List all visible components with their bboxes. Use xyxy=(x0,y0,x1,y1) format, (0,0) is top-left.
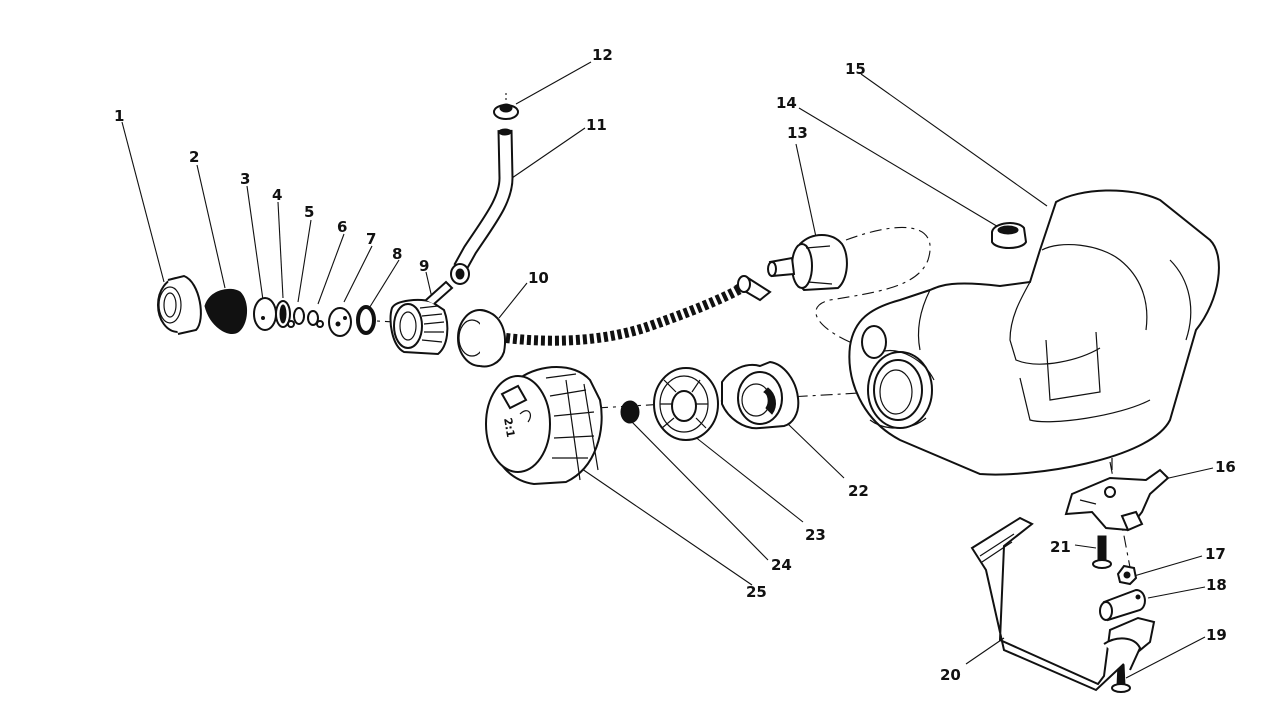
callout-1: 1 xyxy=(114,107,124,125)
callout-15: 15 xyxy=(845,60,866,78)
callout-8: 8 xyxy=(392,245,402,263)
callout-16: 16 xyxy=(1215,458,1236,476)
callout-2: 2 xyxy=(189,148,199,166)
leader-lines xyxy=(121,61,1214,679)
part-20-strap xyxy=(970,516,1156,692)
part-23-vented-screen xyxy=(653,367,719,441)
callout-18: 18 xyxy=(1206,576,1227,594)
callout-9: 9 xyxy=(419,257,429,275)
callout-13: 13 xyxy=(787,124,808,142)
callout-21: 21 xyxy=(1050,538,1071,556)
part-18-spacer-tube xyxy=(1099,588,1146,622)
part-15-fuel-tank xyxy=(848,189,1220,476)
callout-23: 23 xyxy=(805,526,826,544)
part-4-ring xyxy=(275,300,291,328)
part-17-nut xyxy=(1116,564,1138,586)
part-25-fuel-cap: 2:1 xyxy=(485,366,603,486)
part-6-spring xyxy=(307,310,324,328)
callout-19: 19 xyxy=(1206,626,1227,644)
part-9-vent-housing xyxy=(389,280,454,356)
callout-25: 25 xyxy=(746,583,767,601)
callout-10: 10 xyxy=(528,269,549,287)
part-14-tank-plug xyxy=(991,222,1028,249)
callout-20: 20 xyxy=(940,666,961,684)
callout-11: 11 xyxy=(586,116,607,134)
part-13-fuel-filter xyxy=(767,234,848,292)
part-1-seal-ring xyxy=(157,274,202,335)
callout-7: 7 xyxy=(366,230,376,248)
part-8-o-ring xyxy=(356,305,376,335)
part-16-mounting-bracket xyxy=(1064,458,1170,532)
part-5-washer xyxy=(287,307,305,328)
callout-4: 4 xyxy=(272,186,282,204)
part-11-fuel-hose xyxy=(450,128,514,285)
part-10-grommet-hose xyxy=(457,275,772,368)
part-12-hose-cap xyxy=(493,92,519,120)
part-21-screw xyxy=(1092,535,1112,569)
callout-3: 3 xyxy=(240,170,250,188)
callout-17: 17 xyxy=(1205,545,1226,563)
callout-22: 22 xyxy=(848,482,869,500)
part-24-vent-plug xyxy=(620,400,640,424)
part-22-neck-flange xyxy=(721,360,800,430)
callout-5: 5 xyxy=(304,203,314,221)
part-7-valve-disc xyxy=(328,307,352,337)
callout-numbers: 1 2 3 4 5 6 7 8 9 10 11 12 13 14 15 16 1… xyxy=(114,46,1236,684)
cap-ratio-marking: 2:1 xyxy=(501,417,517,439)
part-3-filter-disc xyxy=(253,297,277,331)
part-2-filter-cone xyxy=(204,288,247,334)
callout-14: 14 xyxy=(776,94,797,112)
callout-24: 24 xyxy=(771,556,792,574)
callout-6: 6 xyxy=(337,218,347,236)
callout-12: 12 xyxy=(592,46,613,64)
